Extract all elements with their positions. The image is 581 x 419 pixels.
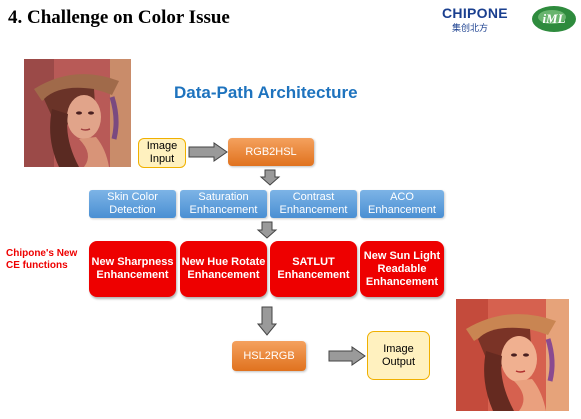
iml-logo: iML	[530, 4, 578, 34]
hsl2rgb-label: HSL2RGB	[243, 349, 295, 362]
contrast-enhancement-block: Contrast Enhancement	[270, 190, 357, 218]
output-photo	[456, 299, 569, 411]
arrow-down-icon	[256, 306, 278, 336]
arrow-right-icon	[328, 346, 366, 366]
new-function-label: New Hue Rotate Enhancement	[181, 256, 266, 281]
aco-enhancement-block: ACO Enhancement	[360, 190, 444, 218]
rgb2hsl-label: RGB2HSL	[245, 145, 297, 158]
image-input-box: Image Input	[138, 138, 186, 168]
saturation-enhancement-block: Saturation Enhancement	[180, 190, 267, 218]
new-sharpness-block: New Sharpness Enhancement	[89, 241, 176, 297]
hsl2rgb-box: HSL2RGB	[232, 341, 306, 371]
arrow-right-icon	[188, 142, 228, 162]
new-sun-light-block: New Sun Light Readable Enhancement	[360, 241, 444, 297]
new-function-label: SATLUT Enhancement	[277, 256, 350, 281]
new-hue-rotate-block: New Hue Rotate Enhancement	[180, 241, 267, 297]
new-function-label: New Sharpness Enhancement	[91, 256, 174, 281]
image-output-label: Image Output	[381, 342, 416, 368]
analysis-block-label: ACO Enhancement	[368, 191, 436, 216]
analysis-block-label: Contrast Enhancement	[279, 191, 348, 216]
diagram-title: Data-Path Architecture	[174, 83, 358, 102]
new-ce-functions-label: Chipone's New CE functions	[6, 248, 78, 271]
image-output-box: Image Output	[367, 331, 430, 380]
analysis-block-label: Saturation Enhancement	[189, 191, 258, 216]
rgb2hsl-box: RGB2HSL	[228, 138, 314, 166]
skin-color-detection-block: Skin Color Detection	[89, 190, 176, 218]
slide-title: 4. Challenge on Color Issue	[8, 7, 230, 28]
image-input-label: Image Input	[146, 140, 178, 165]
analysis-block-label: Skin Color Detection	[107, 191, 158, 216]
iml-logo-text: iML	[542, 11, 565, 26]
satlut-block: SATLUT Enhancement	[270, 241, 357, 297]
chipone-logo-text: CHIPONE	[442, 5, 508, 21]
input-photo	[24, 59, 131, 167]
arrow-down-icon	[259, 169, 281, 186]
arrow-down-icon	[256, 221, 278, 239]
new-function-label: New Sun Light Readable Enhancement	[363, 249, 441, 288]
chipone-logo-subtitle: 集创北方	[452, 23, 489, 33]
chipone-logo: CHIPONE 集创北方	[442, 5, 514, 35]
